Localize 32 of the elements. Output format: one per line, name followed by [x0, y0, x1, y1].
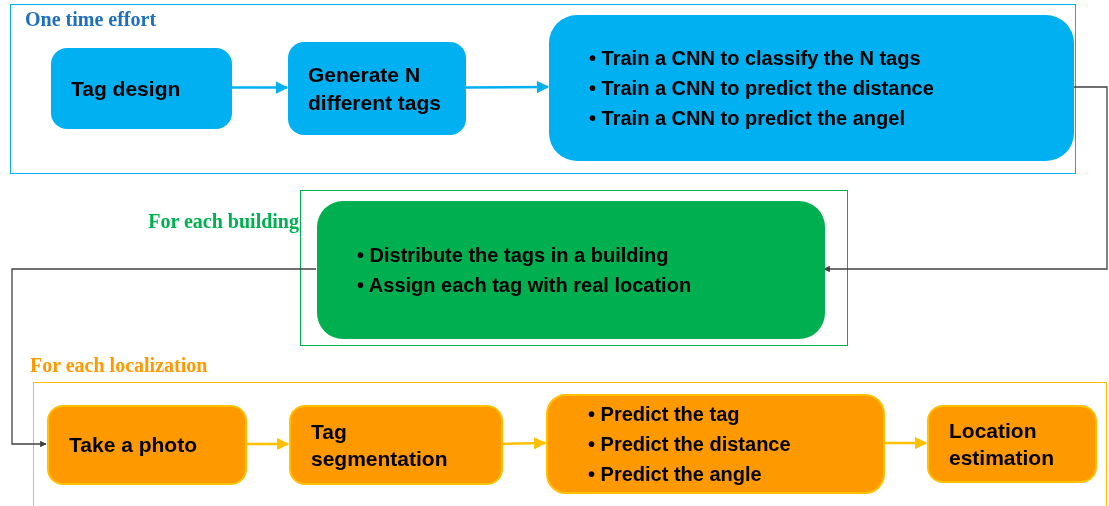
bullet-item: • Predict the tag — [588, 402, 741, 427]
arrow — [884, 436, 928, 450]
bullet-item: • Train a CNN to predict the angel — [589, 106, 906, 131]
bullet-item: • Predict the angle — [588, 462, 763, 487]
group-frame — [10, 4, 1076, 174]
bullet-item: • Train a CNN to classify the N tags — [589, 46, 922, 71]
group-heading: For each localization — [30, 354, 208, 377]
process-box — [546, 394, 885, 494]
process-box — [288, 42, 466, 135]
process-box — [549, 15, 1074, 161]
group-heading: One time effort — [25, 8, 157, 31]
process-box — [47, 405, 247, 485]
process-box — [289, 405, 503, 485]
box-label: Location estimation — [949, 417, 1056, 471]
process-box — [51, 48, 232, 129]
arrow — [465, 80, 550, 94]
box-label: Tag design — [71, 75, 182, 102]
box-label: Take a photo — [69, 432, 198, 459]
arrow — [11, 268, 317, 448]
bullet-item: • Assign each tag with real location — [357, 273, 693, 298]
box-label: Tag segmentation — [311, 418, 449, 472]
group-heading: For each building — [148, 210, 299, 233]
arrow — [823, 86, 1108, 273]
bullet-item: • Distribute the tags in a building — [357, 243, 670, 268]
arrow — [231, 81, 289, 94]
process-box — [317, 201, 825, 339]
process-box — [927, 405, 1097, 483]
arrow — [501, 437, 547, 450]
bullet-item: • Train a CNN to predict the distance — [589, 76, 935, 101]
bullet-item: • Predict the distance — [588, 432, 792, 457]
arrow — [246, 437, 290, 451]
box-label: Generate N different tags — [308, 62, 442, 116]
